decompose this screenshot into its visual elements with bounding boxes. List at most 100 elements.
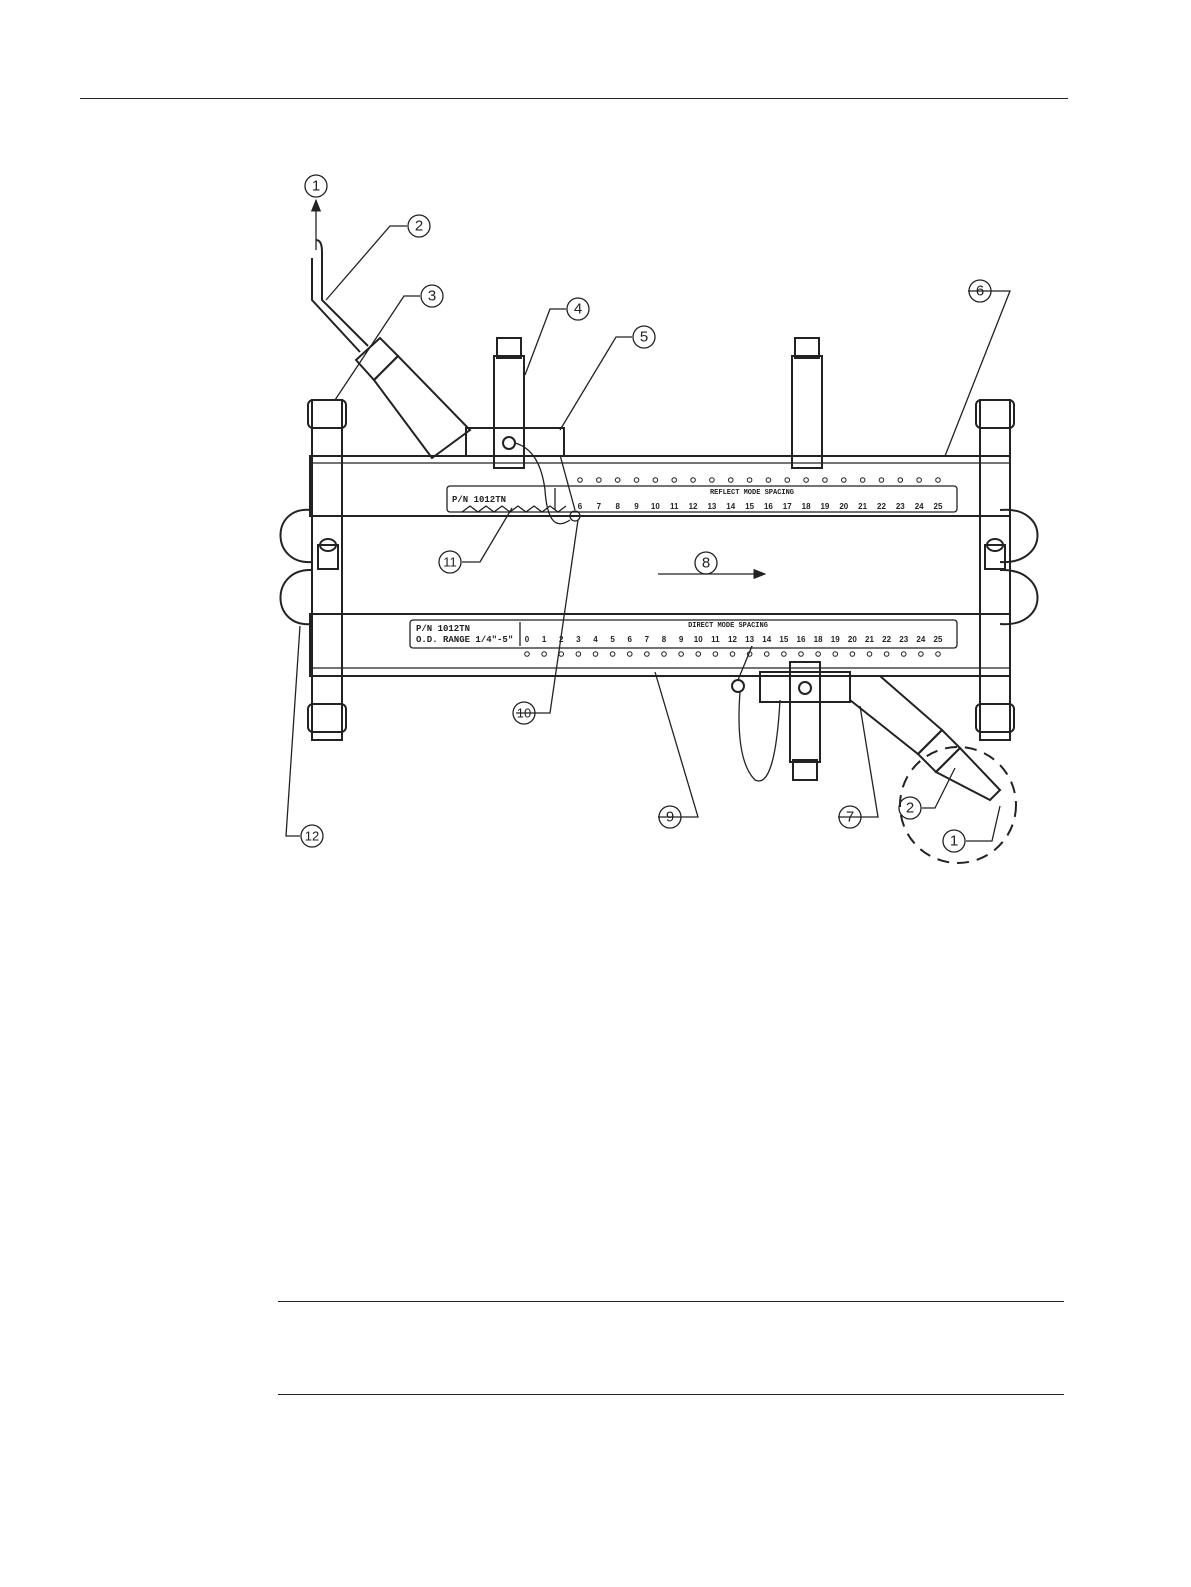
upper-hole bbox=[747, 478, 752, 483]
upper-tick-label: 24 bbox=[915, 502, 924, 511]
lower-hole bbox=[593, 652, 598, 657]
lower-tick-label: 11 bbox=[711, 635, 720, 644]
lower-hole bbox=[884, 652, 889, 657]
upper-tick-label: 19 bbox=[820, 502, 829, 511]
upper-hole bbox=[898, 478, 903, 483]
lower-hole bbox=[713, 652, 718, 657]
lower-hole bbox=[764, 652, 769, 657]
lower-tick-label: 21 bbox=[865, 635, 874, 644]
callout-4: 4 bbox=[567, 298, 589, 320]
lower-hole bbox=[559, 652, 564, 657]
callout-8: 8 bbox=[695, 552, 717, 574]
upper-hole bbox=[785, 478, 790, 483]
upper-hole bbox=[728, 478, 733, 483]
upper-hole bbox=[936, 478, 941, 483]
lower-hole bbox=[782, 652, 787, 657]
callout-11: 11 bbox=[439, 551, 461, 573]
upper-tick-label: 8 bbox=[615, 502, 620, 511]
upper-tick-label: 25 bbox=[934, 502, 943, 511]
lower-hole bbox=[525, 652, 530, 657]
upper-tick-label: 23 bbox=[896, 502, 905, 511]
lower-hole bbox=[816, 652, 821, 657]
lower-hole bbox=[696, 652, 701, 657]
lower-tick-label: 13 bbox=[745, 635, 754, 644]
upper-tick-label: 22 bbox=[877, 502, 886, 511]
upper-hole bbox=[578, 478, 583, 483]
upper-tick-label: 20 bbox=[839, 502, 848, 511]
upper-tick-label: 18 bbox=[802, 502, 811, 511]
lower-tick-label: 15 bbox=[779, 635, 788, 644]
upper-hole bbox=[653, 478, 658, 483]
upper-part-number: P/N 1012TN bbox=[452, 495, 506, 505]
lower-hole bbox=[576, 652, 581, 657]
upper-tick-label: 12 bbox=[689, 502, 698, 511]
upper-hole bbox=[691, 478, 696, 483]
svg-text:9: 9 bbox=[666, 809, 674, 826]
lower-hole bbox=[610, 652, 615, 657]
lower-tick-label: 0 bbox=[525, 635, 530, 644]
upper-transducer bbox=[312, 240, 580, 524]
callouts: 1 2 3 4 5 6 7 8 9 10 11 12 2 1 bbox=[301, 175, 991, 852]
svg-text:4: 4 bbox=[574, 301, 582, 318]
lower-tick-label: 9 bbox=[679, 635, 684, 644]
lower-transducer bbox=[732, 646, 1016, 863]
lower-part-number: P/N 1012TN bbox=[416, 624, 470, 634]
upper-tick-label: 17 bbox=[783, 502, 792, 511]
lower-tick-label: 3 bbox=[576, 635, 581, 644]
upper-hole bbox=[879, 478, 884, 483]
svg-text:1: 1 bbox=[312, 178, 320, 195]
lower-hole bbox=[799, 652, 804, 657]
lower-tick-label: 4 bbox=[593, 635, 598, 644]
callout-12: 12 bbox=[301, 825, 323, 847]
svg-text:6: 6 bbox=[976, 283, 984, 300]
upper-hole bbox=[615, 478, 620, 483]
lower-tick-label: 12 bbox=[728, 635, 737, 644]
upper-tick-label: 21 bbox=[858, 502, 867, 511]
callout-3: 3 bbox=[421, 285, 443, 307]
upper-tick-label: 6 bbox=[578, 502, 583, 511]
upper-tick-label: 14 bbox=[726, 502, 735, 511]
spacer-post bbox=[792, 338, 822, 468]
lower-tick-label: 19 bbox=[831, 635, 840, 644]
lower-hole bbox=[542, 652, 547, 657]
svg-text:1: 1 bbox=[950, 833, 958, 850]
lower-hole bbox=[919, 652, 924, 657]
upper-hole bbox=[710, 478, 715, 483]
lower-tick-label: 10 bbox=[694, 635, 703, 644]
lower-tick-label: 22 bbox=[882, 635, 891, 644]
lower-hole bbox=[850, 652, 855, 657]
svg-text:5: 5 bbox=[640, 329, 648, 346]
lower-tick-label: 20 bbox=[848, 635, 857, 644]
lower-tick-label: 16 bbox=[797, 635, 806, 644]
lower-tick-label: 6 bbox=[628, 635, 633, 644]
svg-text:2: 2 bbox=[415, 218, 423, 235]
lower-hole bbox=[627, 652, 632, 657]
lower-hole bbox=[901, 652, 906, 657]
upper-hole bbox=[597, 478, 602, 483]
callout-2-top: 2 bbox=[408, 215, 430, 237]
lower-tick-label: 8 bbox=[662, 635, 667, 644]
clamp-left bbox=[308, 400, 346, 740]
lower-hole bbox=[936, 652, 941, 657]
lower-tick-label: 1 bbox=[542, 635, 547, 644]
upper-hole bbox=[860, 478, 865, 483]
lower-tick-label: 25 bbox=[934, 635, 943, 644]
callout-1-bottom: 1 bbox=[943, 830, 965, 852]
upper-hole bbox=[841, 478, 846, 483]
od-range-label: O.D. RANGE 1/4"-5" bbox=[416, 635, 513, 645]
lower-hole bbox=[645, 652, 650, 657]
callout-1-top: 1 bbox=[305, 175, 327, 197]
upper-tick-label: 13 bbox=[707, 502, 716, 511]
svg-text:11: 11 bbox=[443, 555, 457, 570]
pipe-left bbox=[281, 510, 313, 624]
reflect-mode-label: REFLECT MODE SPACING bbox=[710, 489, 794, 497]
lower-hole bbox=[730, 652, 735, 657]
svg-text:8: 8 bbox=[702, 555, 710, 572]
upper-hole bbox=[766, 478, 771, 483]
lower-hole bbox=[867, 652, 872, 657]
upper-tick-label: 7 bbox=[597, 502, 602, 511]
lower-hole bbox=[679, 652, 684, 657]
lower-tick-label: 5 bbox=[610, 635, 615, 644]
